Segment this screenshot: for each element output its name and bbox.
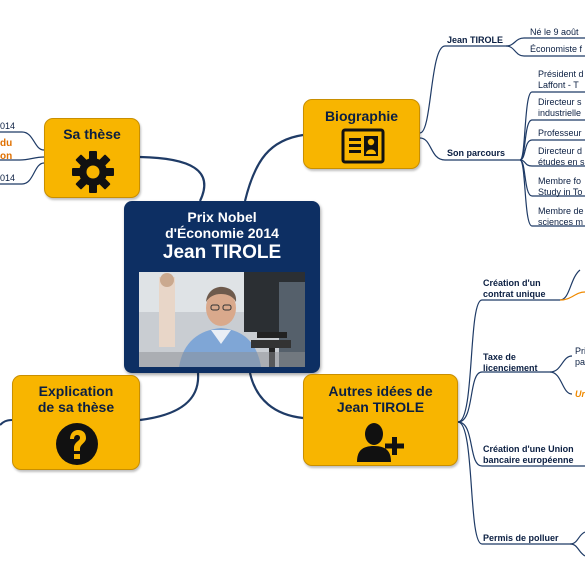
leaf-these-middle1[interactable]: du (0, 138, 13, 149)
label-jean-tirole[interactable]: Jean TIROLE (447, 35, 504, 45)
label-union-2: bancaire européenne (483, 455, 574, 465)
leaf-parcours-4b: études en s (538, 157, 585, 167)
label-taxe-1[interactable]: Taxe de (483, 352, 516, 362)
leaf-parcours-6b: sciences m (538, 217, 584, 227)
central-title-line2: d'Économie 2014 (165, 225, 279, 241)
label-son-parcours[interactable]: Son parcours (447, 148, 506, 158)
leaf-jt-1[interactable]: Né le 9 août (530, 27, 579, 37)
leaf-these-top[interactable]: 014 (0, 121, 16, 131)
leaf-these-bottom[interactable]: 014 (0, 173, 16, 183)
gear-icon (72, 151, 114, 193)
leaf-these-middle2: on (0, 151, 13, 162)
leaf-parcours-5b: Study in To (538, 187, 583, 197)
central-title-line1: Prix Nobel (187, 209, 257, 225)
leaf-taxe-sub1a[interactable]: Pri (575, 346, 585, 356)
leaf-parcours-2a[interactable]: Directeur s (538, 97, 582, 107)
central-title-line3: Jean TIROLE (162, 242, 282, 263)
leaf-parcours-6a[interactable]: Membre de (538, 206, 584, 216)
id-card-icon (341, 128, 385, 164)
label-contrat-unique-2: contrat unique (483, 289, 546, 299)
branch-explication[interactable]: Explication de sa thèse (12, 375, 140, 470)
leaf-parcours-2b: industrielle (538, 108, 582, 118)
branch-biographie[interactable]: Biographie (303, 99, 420, 169)
label-taxe-2: licenciement (483, 363, 538, 373)
leaf-parcours-3[interactable]: Professeur (538, 128, 582, 138)
branch-autres-line2: Jean TIROLE (336, 399, 425, 415)
leaf-parcours-4a[interactable]: Directeur d (538, 146, 583, 156)
leaf-parcours-1b: Laffont - T (538, 80, 579, 90)
leaf-jt-2[interactable]: Économiste f (530, 44, 583, 54)
branch-explication-line1: Explication (38, 383, 114, 399)
leaf-taxe-sub1b: pa (575, 357, 585, 367)
branch-autres-idees[interactable]: Autres idées de Jean TIROLE (303, 374, 458, 466)
label-contrat-unique-1[interactable]: Création d'un (483, 278, 541, 288)
leaf-parcours-5a[interactable]: Membre fo (538, 176, 582, 186)
label-union-1[interactable]: Création d'une Union (483, 444, 574, 454)
add-user-icon (357, 423, 404, 462)
portrait-photo (139, 272, 305, 367)
branch-explication-line2: de sa thèse (37, 399, 115, 415)
branch-autres-line1: Autres idées de (328, 383, 433, 399)
branch-sa-these[interactable]: Sa thèse (44, 118, 140, 198)
central-topic[interactable]: Prix Nobel d'Économie 2014 Jean TIROLE (124, 201, 320, 373)
branch-biographie-title: Biographie (324, 108, 399, 124)
label-permis-polluer[interactable]: Permis de polluer (483, 533, 559, 543)
question-icon (56, 423, 98, 465)
branch-sa-these-title: Sa thèse (63, 126, 121, 142)
leaf-taxe-sub2[interactable]: Ur (575, 389, 585, 399)
leaf-parcours-1a[interactable]: Président d (538, 69, 584, 79)
